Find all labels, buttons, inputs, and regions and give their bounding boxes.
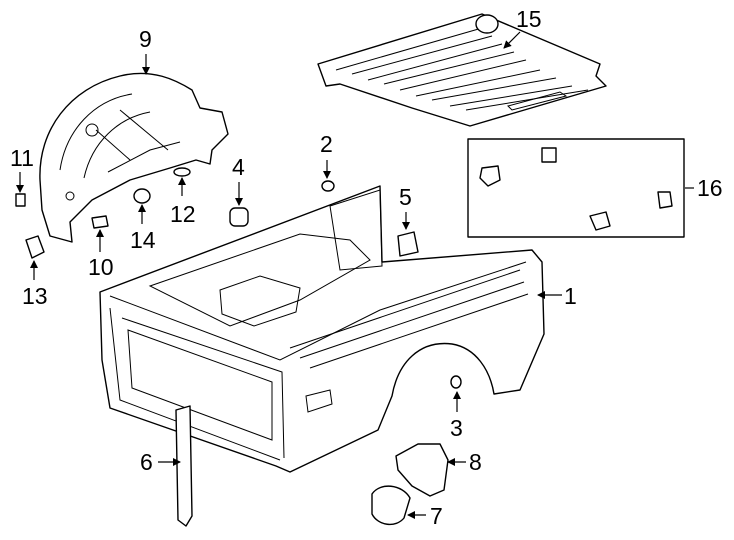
fuel-door-7 [371,485,411,525]
callout-1: 1 [564,283,577,309]
clip-11 [15,193,26,207]
bolt-10 [91,215,109,229]
callout-13: 13 [22,283,48,309]
callout-7: 7 [430,503,443,529]
callout-6: 6 [140,449,153,475]
plug-3 [450,375,462,389]
nut-14 [133,188,151,204]
seal-6 [175,405,193,527]
callout-5: 5 [399,184,412,210]
clips-panel [467,138,685,238]
grommet-4 [229,207,249,227]
cover-5 [397,231,419,257]
callout-2: 2 [320,131,333,157]
wheelhouse-liner [39,72,229,243]
callout-8: 8 [469,449,482,475]
callout-15: 15 [516,6,542,32]
callout-9: 9 [139,26,152,52]
callout-10: 10 [88,254,114,280]
callout-14: 14 [130,227,156,253]
callout-12: 12 [170,201,196,227]
plug-2 [321,180,335,192]
callout-11: 11 [10,145,34,171]
callout-4: 4 [232,154,245,180]
pickup-box [99,185,545,473]
plug-12 [173,167,191,177]
fuel-housing-8 [395,443,449,497]
leader-lines [16,31,694,519]
bed-mat [317,13,607,127]
bracket-13 [25,235,45,259]
callout-16: 16 [697,175,723,201]
callout-3: 3 [450,415,463,441]
clip-icon [479,147,673,231]
